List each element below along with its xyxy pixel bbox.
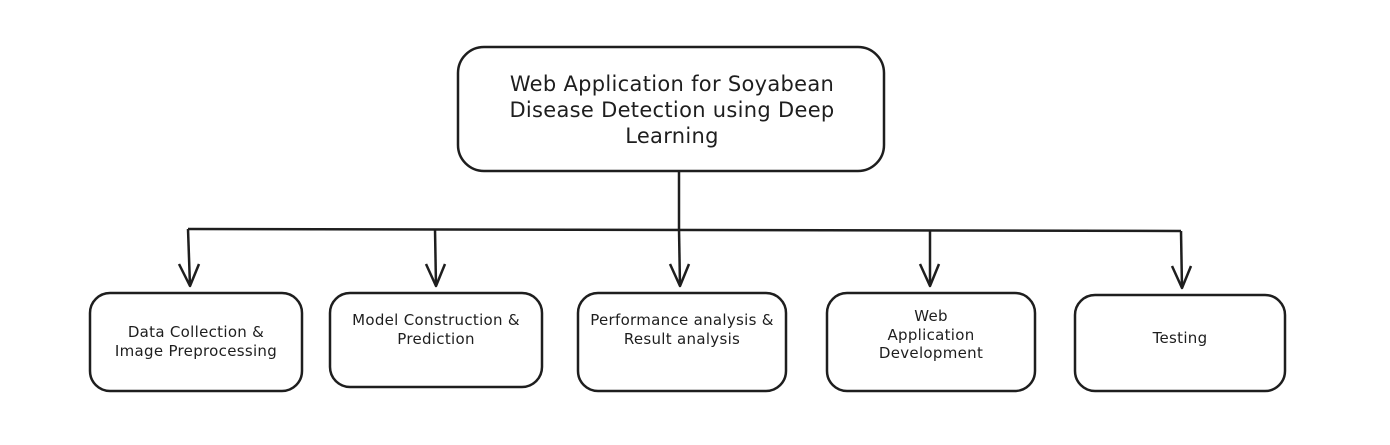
root-node-label: Web Application for Soyabean Disease Det… xyxy=(509,71,835,149)
child-node-label-data-collection: Data Collection & Image Preprocessing xyxy=(114,323,278,360)
child-node-box-testing xyxy=(1073,293,1287,393)
child-node-label-model-construction: Model Construction & Prediction xyxy=(352,311,520,348)
arrow-to-performance-analysis xyxy=(668,228,691,288)
child-node-box-model-construction xyxy=(328,291,544,389)
child-node-box-performance-analysis xyxy=(576,291,788,393)
horizontal-bus-connector xyxy=(187,227,1182,233)
arrow-to-data-collection xyxy=(177,228,201,288)
child-node-box-web-app-development xyxy=(825,291,1037,393)
arrow-to-model-construction xyxy=(424,228,447,288)
child-node-label-performance-analysis: Performance analysis & Result analysis xyxy=(590,311,774,348)
child-node-box-data-collection xyxy=(88,291,304,393)
child-node-label-testing: Testing xyxy=(1152,328,1208,347)
child-node-label-web-app-development: Web Application Development xyxy=(878,306,984,363)
root-node-box xyxy=(456,45,886,173)
arrow-to-web-app-development xyxy=(918,230,941,288)
arrow-to-testing xyxy=(1170,230,1193,290)
